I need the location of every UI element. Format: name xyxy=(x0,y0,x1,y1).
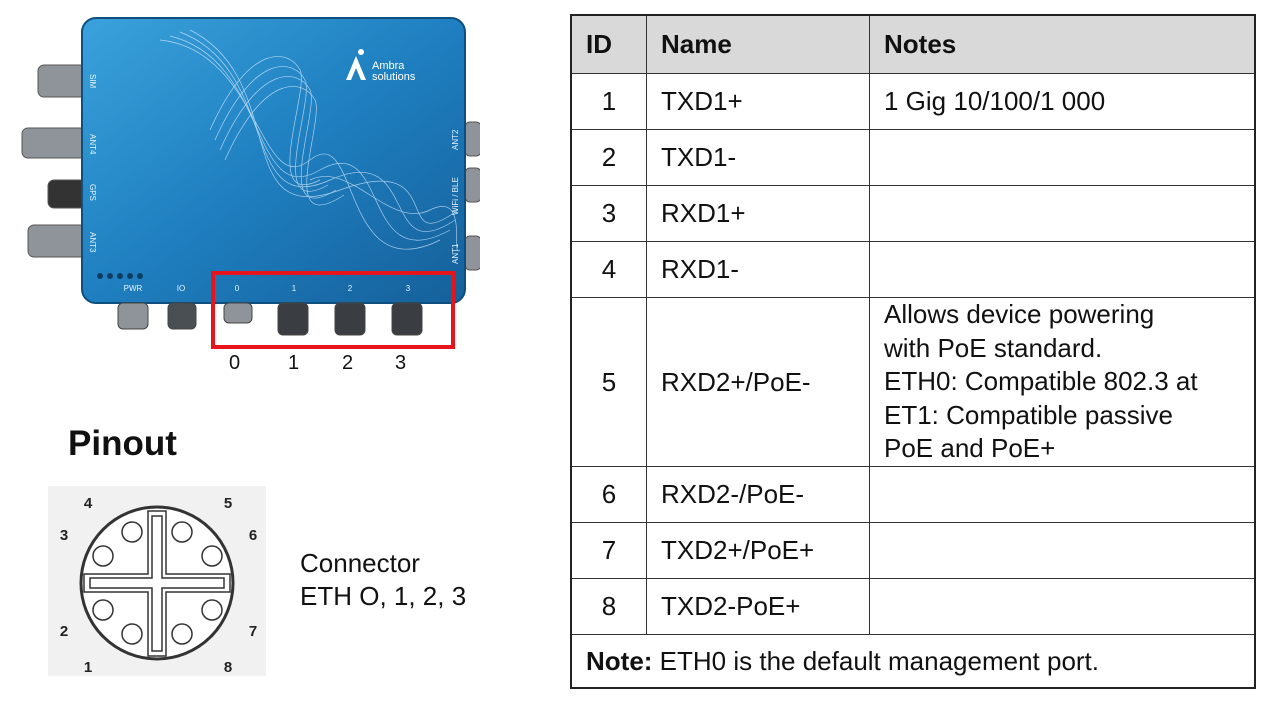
ethernet-ports-highlight xyxy=(211,271,455,349)
cell-notes xyxy=(869,578,1256,635)
cell-notes xyxy=(869,522,1256,579)
notes-line: Allows device powering xyxy=(884,299,1155,330)
label-ant1: ANT1 xyxy=(451,243,460,264)
notes-line: PoE and PoE+ xyxy=(884,433,1056,464)
label-eth0: 0 xyxy=(235,284,240,293)
table-footer-note: Note: ETH0 is the default management por… xyxy=(570,634,1256,689)
cell-id: 7 xyxy=(570,522,647,579)
label-sim: SIM xyxy=(88,74,97,89)
right-connectors xyxy=(464,121,480,271)
label-wifi-ble: WiFi / BLE xyxy=(451,177,460,215)
notes-line: ETH0: Compatible 802.3 at xyxy=(884,366,1198,397)
pinout-title: Pinout xyxy=(68,424,177,463)
brand-name-line1: Ambra xyxy=(372,60,405,72)
cell-name: RXD2-/PoE- xyxy=(646,466,870,523)
cell-id: 4 xyxy=(570,241,647,298)
pin-label-3: 3 xyxy=(60,527,68,544)
cell-id: 1 xyxy=(570,73,647,130)
pin-label-5: 5 xyxy=(224,495,232,512)
cell-notes xyxy=(869,185,1256,242)
header-name: Name xyxy=(646,14,870,74)
table-footer-row: Note: ETH0 is the default management por… xyxy=(570,634,1256,689)
port-number-1: 1 xyxy=(288,352,300,374)
pin-label-4: 4 xyxy=(84,495,93,512)
header-id: ID xyxy=(570,14,647,74)
cell-notes xyxy=(869,129,1256,186)
cell-name: TXD1- xyxy=(646,129,870,186)
left-connectors xyxy=(21,64,87,258)
brand-logo: Ambra solutions xyxy=(346,49,416,83)
cell-id: 3 xyxy=(570,185,647,242)
cell-id: 6 xyxy=(570,466,647,523)
bottom-connectors xyxy=(117,302,423,336)
port-number-2: 2 xyxy=(342,352,354,374)
cell-name: TXD1+ xyxy=(646,73,870,130)
wave-decoration xyxy=(159,29,461,252)
label-ant3: ANT3 xyxy=(88,232,97,253)
cell-notes: 1 Gig 10/100/1 000 xyxy=(869,73,1256,130)
label-gps: GPS xyxy=(88,184,97,201)
pin-label-2: 2 xyxy=(60,623,68,640)
cell-name: RXD2+/PoE- xyxy=(646,297,870,467)
footer-note-text: ETH0 is the default management port. xyxy=(652,645,1100,676)
cell-id: 5 xyxy=(570,297,647,467)
label-eth2: 2 xyxy=(348,284,353,293)
pinout-diagram: 1 2 3 4 5 6 7 8 xyxy=(48,486,266,676)
pin-label-1: 1 xyxy=(84,659,92,676)
cell-id: 8 xyxy=(570,578,647,635)
cell-id: 2 xyxy=(570,129,647,186)
notes-line: ET1: Compatible passive xyxy=(884,399,1174,430)
label-ant2: ANT2 xyxy=(451,129,460,150)
notes-line: 1 Gig 10/100/1 000 xyxy=(884,85,1106,116)
device-image: Ambra solutions SIM ANT4 GPS ANT3 ANT2 W… xyxy=(21,17,480,349)
cell-name: RXD1+ xyxy=(646,185,870,242)
pin-label-6: 6 xyxy=(249,527,257,544)
label-io: IO xyxy=(177,284,185,293)
cell-name: RXD1- xyxy=(646,241,870,298)
cell-notes xyxy=(869,466,1256,523)
notes-line: with PoE standard. xyxy=(884,332,1103,363)
footer-note-label: Note: xyxy=(586,645,653,676)
port-number-3: 3 xyxy=(395,352,407,374)
pin-label-7: 7 xyxy=(249,623,257,640)
label-pwr: PWR xyxy=(124,284,143,293)
port-number-0: 0 xyxy=(229,352,241,374)
cell-name: TXD2+/PoE+ xyxy=(646,522,870,579)
connector-label-line2: ETH O, 1, 2, 3 xyxy=(300,581,467,611)
pin-label-8: 8 xyxy=(224,659,232,676)
table-header-row: ID Name Notes xyxy=(570,14,1256,74)
cell-name: TXD2-PoE+ xyxy=(646,578,870,635)
connector-label: Connector ETH O, 1, 2, 3 xyxy=(300,547,466,613)
cell-notes xyxy=(869,241,1256,298)
label-ant4: ANT4 xyxy=(88,134,97,155)
status-leds xyxy=(97,273,143,279)
label-eth1: 1 xyxy=(292,284,297,293)
brand-name-line2: solutions xyxy=(372,71,416,83)
connector-label-line1: Connector xyxy=(300,548,420,578)
header-notes: Notes xyxy=(869,14,1256,74)
label-eth3: 3 xyxy=(406,284,411,293)
